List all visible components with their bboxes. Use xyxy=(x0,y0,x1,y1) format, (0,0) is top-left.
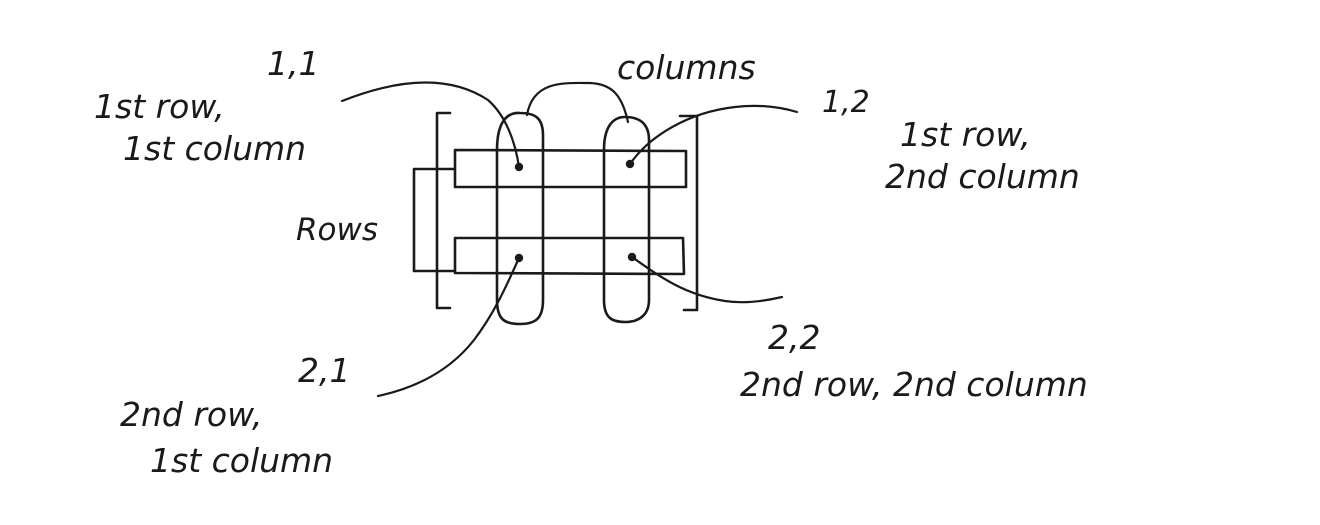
cell-1-2-line2: 2nd column xyxy=(885,157,1080,196)
row-1-box xyxy=(453,148,688,189)
left-bracket xyxy=(435,111,452,310)
row-2-box xyxy=(453,236,686,276)
cell-1-2-leader xyxy=(628,104,799,166)
cell-2-2-index: 2,2 xyxy=(768,318,820,357)
cell-2-2-line1: 2nd row, 2nd column xyxy=(740,365,1088,404)
cell-2-1-index: 2,1 xyxy=(298,351,350,390)
cell-2-1-leader xyxy=(376,256,521,398)
cell-1-1-line1: 1st row, xyxy=(94,87,225,126)
column-2-loop xyxy=(602,115,651,324)
cell-1-2-index: 1,2 xyxy=(822,85,870,120)
columns-label: columns xyxy=(617,48,756,87)
cell-1-1-line2: 1st column xyxy=(123,129,306,168)
columns-connector xyxy=(525,81,630,124)
cell-1-1-index: 1,1 xyxy=(267,44,319,83)
cell-1-1-leader xyxy=(340,81,521,169)
rows-bracket xyxy=(412,167,457,273)
cell-2-1-line1: 2nd row, xyxy=(120,395,262,434)
right-bracket xyxy=(678,114,699,312)
rows-label: Rows xyxy=(296,212,378,248)
cell-2-1-line2: 1st column xyxy=(150,441,333,480)
cell-1-2-line1: 1st row, xyxy=(900,115,1031,154)
cell-2-2-leader xyxy=(630,255,784,304)
column-1-loop xyxy=(495,111,545,326)
